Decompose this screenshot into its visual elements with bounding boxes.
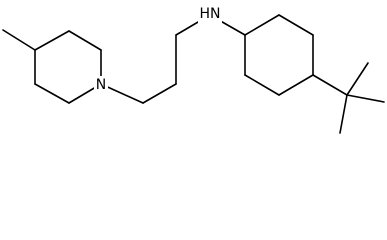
bond-tbu-me-up bbox=[346, 62, 369, 96]
bond-pip-c4-c3 bbox=[34, 30, 70, 51]
bond-cy2-cy3 bbox=[278, 14, 314, 36]
bond-cy4-tbu bbox=[312, 74, 348, 96]
amine-nitrogen-label: H​N bbox=[200, 6, 221, 22]
amine-nitrogen-background bbox=[198, 5, 222, 23]
bond-cy4-cy5 bbox=[278, 74, 314, 96]
bond-pip-c6-c5 bbox=[34, 83, 70, 104]
bond-tbu-me-down bbox=[339, 94, 348, 134]
bond-pip-c3-c2 bbox=[68, 30, 102, 51]
bond-methyl bbox=[2, 29, 36, 51]
chemical-structure-diagram: N H​N bbox=[2, 5, 385, 134]
bond-cy1-cy2 bbox=[244, 14, 280, 36]
piperidine-nitrogen-label: N bbox=[96, 77, 106, 93]
piperidine-nitrogen-background bbox=[94, 76, 108, 93]
bond-tbu-me-right bbox=[346, 94, 385, 103]
bond-chain-c1-c2 bbox=[142, 83, 177, 104]
atom-labels: N H​N bbox=[94, 5, 222, 93]
bond-cy5-cy6 bbox=[244, 74, 280, 96]
bonds bbox=[2, 14, 385, 134]
